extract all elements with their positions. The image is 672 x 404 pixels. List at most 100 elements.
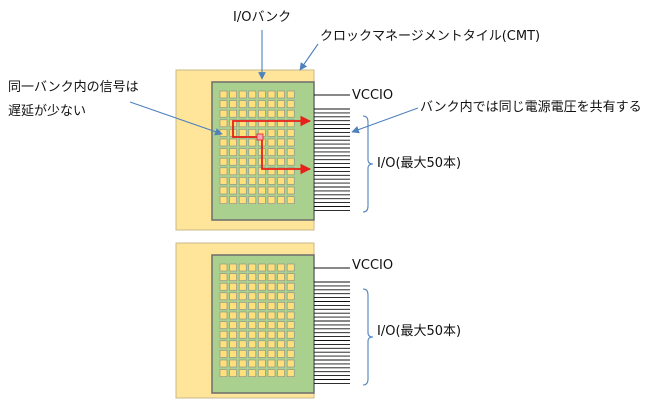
io-count-label-top: I/O(最大50本) <box>377 156 462 171</box>
logic-cell <box>267 100 276 108</box>
logic-cell <box>219 167 228 176</box>
logic-cell <box>286 177 295 185</box>
logic-cell <box>238 129 247 137</box>
logic-cell <box>267 292 276 301</box>
logic-cell <box>286 90 295 99</box>
logic-cell <box>277 321 285 329</box>
signal-layer <box>232 115 312 175</box>
logic-cell <box>229 350 237 358</box>
logic-cell <box>219 369 228 377</box>
logic-cell <box>286 129 295 137</box>
logic-cell <box>248 350 257 358</box>
logic-cell <box>238 350 247 358</box>
logic-cell <box>229 157 237 166</box>
logic-cell <box>219 196 228 204</box>
logic-cell <box>238 263 247 272</box>
logic-cell <box>219 177 228 185</box>
logic-cell <box>248 263 257 272</box>
logic-cell <box>258 311 266 320</box>
logic-cell <box>286 167 295 176</box>
logic-cell <box>267 321 276 329</box>
logic-cell <box>267 273 276 281</box>
logic-cell <box>229 90 237 99</box>
logic-cell <box>229 186 237 195</box>
logic-cell <box>267 196 276 204</box>
logic-cell <box>229 321 237 329</box>
logic-cell <box>248 129 257 137</box>
logic-cell <box>286 138 295 147</box>
logic-cell <box>248 109 257 118</box>
logic-cell <box>238 340 247 349</box>
logic-cell <box>267 282 276 291</box>
logic-cell <box>267 138 276 147</box>
logic-cell <box>286 340 295 349</box>
cmt-label: クロックマネージメントタイル(CMT) <box>320 29 541 44</box>
logic-cell <box>219 100 228 108</box>
logic-cell <box>238 302 247 310</box>
logic-cell <box>286 282 295 291</box>
io-count-label-bottom: I/O(最大50本) <box>377 324 462 339</box>
logic-cell <box>286 330 295 339</box>
logic-cell <box>286 292 295 301</box>
shared-voltage-label: バンク内では同じ電源電圧を共有する <box>420 100 642 115</box>
logic-cell <box>229 369 237 377</box>
logic-cell <box>277 148 285 156</box>
logic-cell <box>258 196 266 204</box>
logic-cell <box>219 157 228 166</box>
logic-cell <box>277 196 285 204</box>
logic-cell <box>267 263 276 272</box>
logic-cell <box>219 273 228 281</box>
logic-cell <box>238 369 247 377</box>
logic-cell <box>286 359 295 368</box>
logic-cell <box>219 109 228 118</box>
logic-cell <box>238 321 247 329</box>
logic-cell <box>238 273 247 281</box>
logic-cell <box>238 177 247 185</box>
logic-cell <box>229 100 237 108</box>
vccio-label-top: VCCIO <box>352 88 394 103</box>
logic-cell <box>238 100 247 108</box>
io-bracket-bottom <box>362 288 374 386</box>
logic-cell <box>229 292 237 301</box>
logic-cell <box>219 359 228 368</box>
io-bracket-top <box>362 115 374 213</box>
logic-cell <box>238 311 247 320</box>
logic-cell <box>277 350 285 358</box>
logic-cell <box>248 119 257 128</box>
logic-cell <box>238 138 247 147</box>
logic-cell <box>267 311 276 320</box>
logic-cell <box>267 90 276 99</box>
logic-cell <box>267 350 276 358</box>
tiles-layer <box>175 69 315 399</box>
cmt-arrow <box>299 43 319 71</box>
logic-cell <box>258 359 266 368</box>
logic-cell <box>248 321 257 329</box>
same-bank-note-line2: 遅延が少ない <box>8 104 87 119</box>
logic-cell <box>219 263 228 272</box>
logic-cell <box>267 186 276 195</box>
logic-cell <box>219 350 228 358</box>
logic-cell <box>229 340 237 349</box>
logic-cell <box>238 292 247 301</box>
io-bank-label: I/Oバンク <box>233 10 292 25</box>
logic-cell <box>219 119 228 128</box>
logic-cell <box>267 369 276 377</box>
logic-cell <box>238 359 247 368</box>
logic-cell <box>277 369 285 377</box>
logic-cell <box>277 157 285 166</box>
logic-cell <box>277 340 285 349</box>
logic-cell <box>238 186 247 195</box>
logic-cell <box>248 100 257 108</box>
logic-cell <box>286 196 295 204</box>
logic-cell <box>238 119 247 128</box>
logic-cell <box>238 167 247 176</box>
logic-cell <box>277 263 285 272</box>
logic-cell <box>277 282 285 291</box>
logic-cell <box>219 138 228 147</box>
logic-cell <box>277 186 285 195</box>
logic-cell <box>248 359 257 368</box>
logic-cell <box>258 369 266 377</box>
logic-cell <box>238 90 247 99</box>
logic-cell <box>248 138 257 147</box>
logic-cell <box>229 109 237 118</box>
